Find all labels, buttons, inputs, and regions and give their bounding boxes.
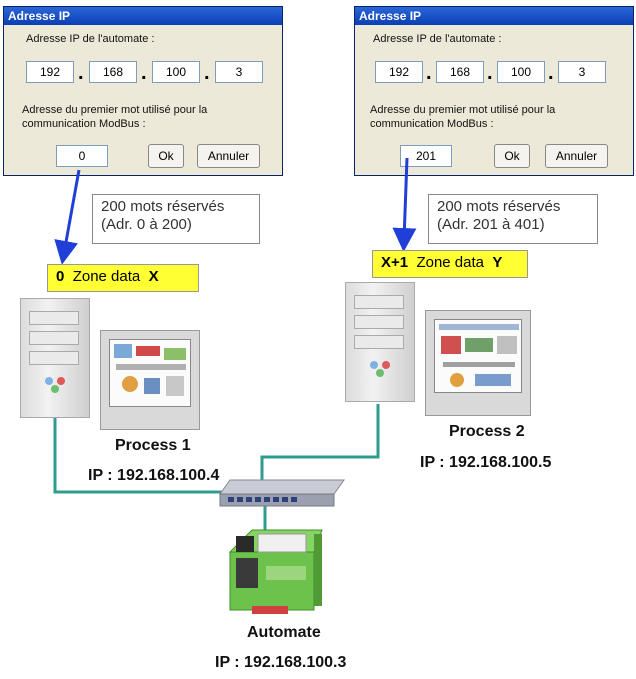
data-zone-y: X+1 Zone data Y: [372, 250, 528, 278]
ip-octet-2[interactable]: 168: [436, 61, 484, 83]
reserved-words-note-2: 200 mots réservés (Adr. 201 à 401): [428, 194, 598, 244]
led-icon: [57, 377, 65, 385]
process-2-name: Process 2: [449, 423, 525, 440]
arrow-2: [392, 157, 417, 252]
monitor-1: [100, 330, 200, 430]
drive-bay: [29, 311, 79, 325]
led-icon: [370, 361, 378, 369]
drive-bay: [29, 331, 79, 345]
zone-start: X+1: [381, 254, 409, 271]
drive-bay: [354, 295, 404, 309]
data-zone-x: 0 Zone data X: [47, 264, 199, 292]
ip-label: Adresse IP de l'automate :: [26, 33, 155, 45]
computer-tower-1: [20, 298, 90, 418]
note-line1: 200 mots réservés: [101, 198, 225, 215]
arrow-1: [54, 169, 81, 265]
cable-process1: [53, 418, 232, 494]
monitor-2: [425, 310, 531, 416]
ip-octet-3[interactable]: 100: [152, 61, 200, 83]
process-1-ip: IP : 192.168.100.4: [88, 467, 220, 484]
plc-automate-icon: [228, 529, 323, 614]
cable-process2: [260, 404, 380, 487]
reserved-words-note-1: 200 mots réservés (Adr. 0 à 200): [92, 194, 260, 244]
drive-bay: [354, 315, 404, 329]
process-screen: [434, 319, 522, 393]
note-line1: 200 mots réservés: [437, 198, 561, 215]
process-1-name: Process 1: [115, 437, 191, 454]
computer-tower-2: [345, 282, 415, 402]
ok-button[interactable]: Ok: [494, 144, 530, 168]
cancel-button[interactable]: Annuler: [197, 144, 260, 168]
led-icon: [45, 377, 53, 385]
address-label-line1: Adresse du premier mot utilisé pour la: [370, 104, 556, 116]
note-line2: (Adr. 0 à 200): [101, 216, 192, 233]
scada-screenshot: [439, 324, 519, 387]
automate-name: Automate: [247, 624, 321, 641]
modbus-address-input[interactable]: 201: [400, 145, 452, 167]
ip-dot: .: [426, 62, 432, 84]
ip-label: Adresse IP de l'automate :: [373, 33, 502, 45]
address-label-line1: Adresse du premier mot utilisé pour la: [22, 104, 208, 116]
address-label-line2: communication ModBus :: [370, 118, 494, 130]
modbus-address-input[interactable]: 0: [56, 145, 108, 167]
dialog-title: Adresse IP: [355, 7, 633, 25]
led-icon: [376, 369, 384, 377]
process-2-ip: IP : 192.168.100.5: [420, 454, 552, 471]
led-icon: [382, 361, 390, 369]
scada-screenshot: [114, 344, 186, 396]
led-icon: [51, 385, 59, 393]
cancel-button[interactable]: Annuler: [545, 144, 608, 168]
ok-button[interactable]: Ok: [148, 144, 184, 168]
zone-label: Zone data: [416, 254, 485, 271]
ip-dot: .: [141, 62, 147, 84]
ip-octet-1[interactable]: 192: [26, 61, 74, 83]
ip-dot: .: [204, 62, 210, 84]
ip-dialog-process2: Adresse IP Adresse IP de l'automate : 19…: [354, 6, 634, 176]
network-switch-icon: [219, 479, 345, 507]
ip-dialog-process1: Adresse IP Adresse IP de l'automate : 19…: [3, 6, 283, 176]
drive-bay: [354, 335, 404, 349]
ip-octet-4[interactable]: 3: [215, 61, 263, 83]
ip-octet-3[interactable]: 100: [497, 61, 545, 83]
process-screen: [109, 339, 191, 407]
drive-bay: [29, 351, 79, 365]
automate-ip: IP : 192.168.100.3: [215, 654, 347, 671]
ip-dot: .: [548, 62, 554, 84]
zone-name: X: [148, 268, 159, 285]
dialog-title: Adresse IP: [4, 7, 282, 25]
zone-name: Y: [492, 254, 503, 271]
zone-start: 0: [56, 268, 65, 285]
ip-dot: .: [487, 62, 493, 84]
zone-label: Zone data: [72, 268, 141, 285]
ip-octet-2[interactable]: 168: [89, 61, 137, 83]
ip-octet-1[interactable]: 192: [375, 61, 423, 83]
address-label-line2: communication ModBus :: [22, 118, 146, 130]
ip-dot: .: [78, 62, 84, 84]
note-line2: (Adr. 201 à 401): [437, 216, 545, 233]
ip-octet-4[interactable]: 3: [558, 61, 606, 83]
